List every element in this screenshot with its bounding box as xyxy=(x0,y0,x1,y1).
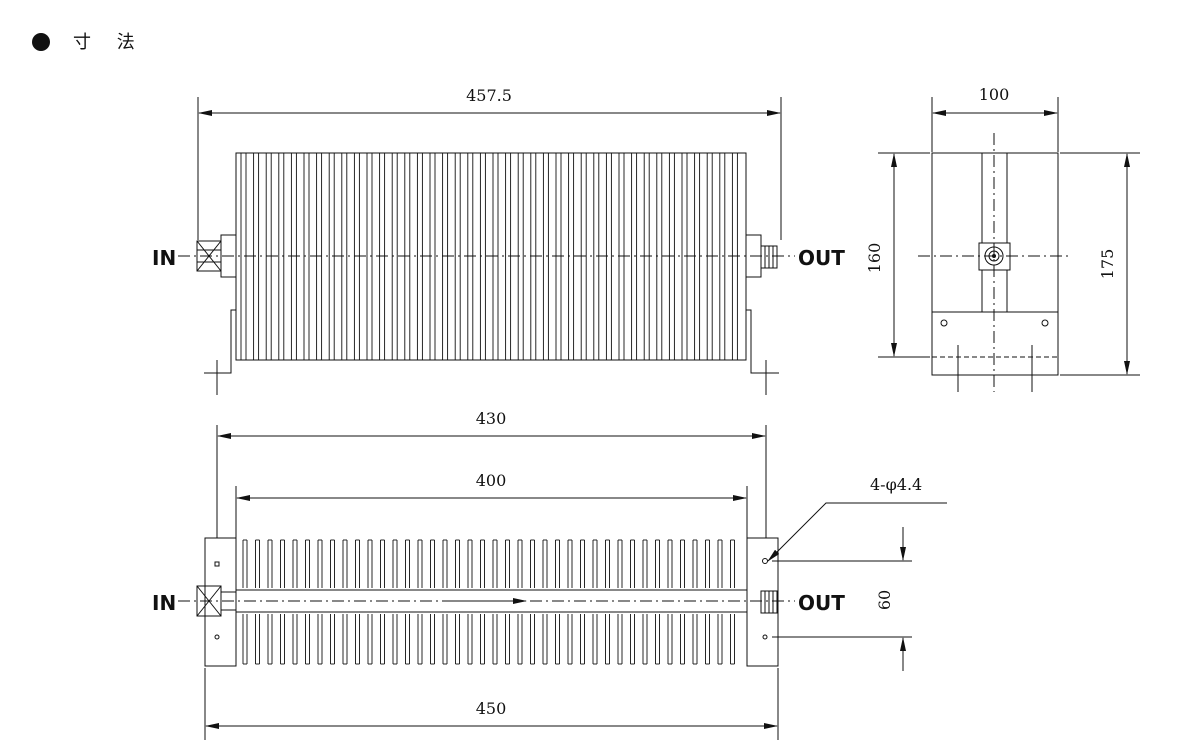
dim-label-100: 100 xyxy=(979,85,1010,104)
connector-out xyxy=(760,245,778,269)
end-view: 100 160 175 xyxy=(865,85,1140,392)
bullet-icon xyxy=(32,33,50,51)
dimension-fin-length: 400 xyxy=(235,471,748,538)
dim-label-160: 160 xyxy=(865,243,884,274)
mount-hole-icon xyxy=(1041,319,1049,327)
section-heading: 寸 法 xyxy=(32,32,145,53)
hole-note: 4-φ4.4 xyxy=(870,475,922,494)
dim-label-457-5: 457.5 xyxy=(466,86,512,105)
dimension-mount-span: 430 xyxy=(216,409,767,538)
dimension-body-height: 160 xyxy=(865,152,930,358)
dimension-hole-pitch: 60 xyxy=(772,527,912,671)
heading-text: 寸 法 xyxy=(73,32,145,53)
heatsink-fins-top xyxy=(242,539,735,665)
port-label-out: OUT xyxy=(798,591,845,615)
dimension-overall-length: 457.5 xyxy=(197,86,782,240)
connector-out-top xyxy=(760,590,778,614)
side-view: 457.5 IN OUT xyxy=(152,86,845,395)
top-view: 430 400 xyxy=(152,409,947,740)
port-label-in: IN xyxy=(152,591,176,615)
connector-in-top xyxy=(196,585,237,617)
dimension-width: 100 xyxy=(931,85,1059,152)
dim-label-430: 430 xyxy=(476,409,507,428)
mounting-foot-right xyxy=(746,309,779,395)
port-label-out: OUT xyxy=(798,246,845,270)
dim-label-400: 400 xyxy=(476,471,507,490)
mount-hole-icon xyxy=(940,319,948,327)
port-label-in: IN xyxy=(152,246,176,270)
mount-hole-icon xyxy=(762,558,768,564)
mounting-foot-left xyxy=(204,309,236,395)
dim-label-450: 450 xyxy=(476,699,507,718)
end-body xyxy=(931,152,1059,376)
hole-callout: 4-φ4.4 xyxy=(767,475,947,562)
dim-label-60: 60 xyxy=(875,590,894,610)
dimension-overall-length-top: 450 xyxy=(204,668,779,740)
dimension-overall-height: 175 xyxy=(1060,152,1140,376)
dim-label-175: 175 xyxy=(1098,249,1117,280)
